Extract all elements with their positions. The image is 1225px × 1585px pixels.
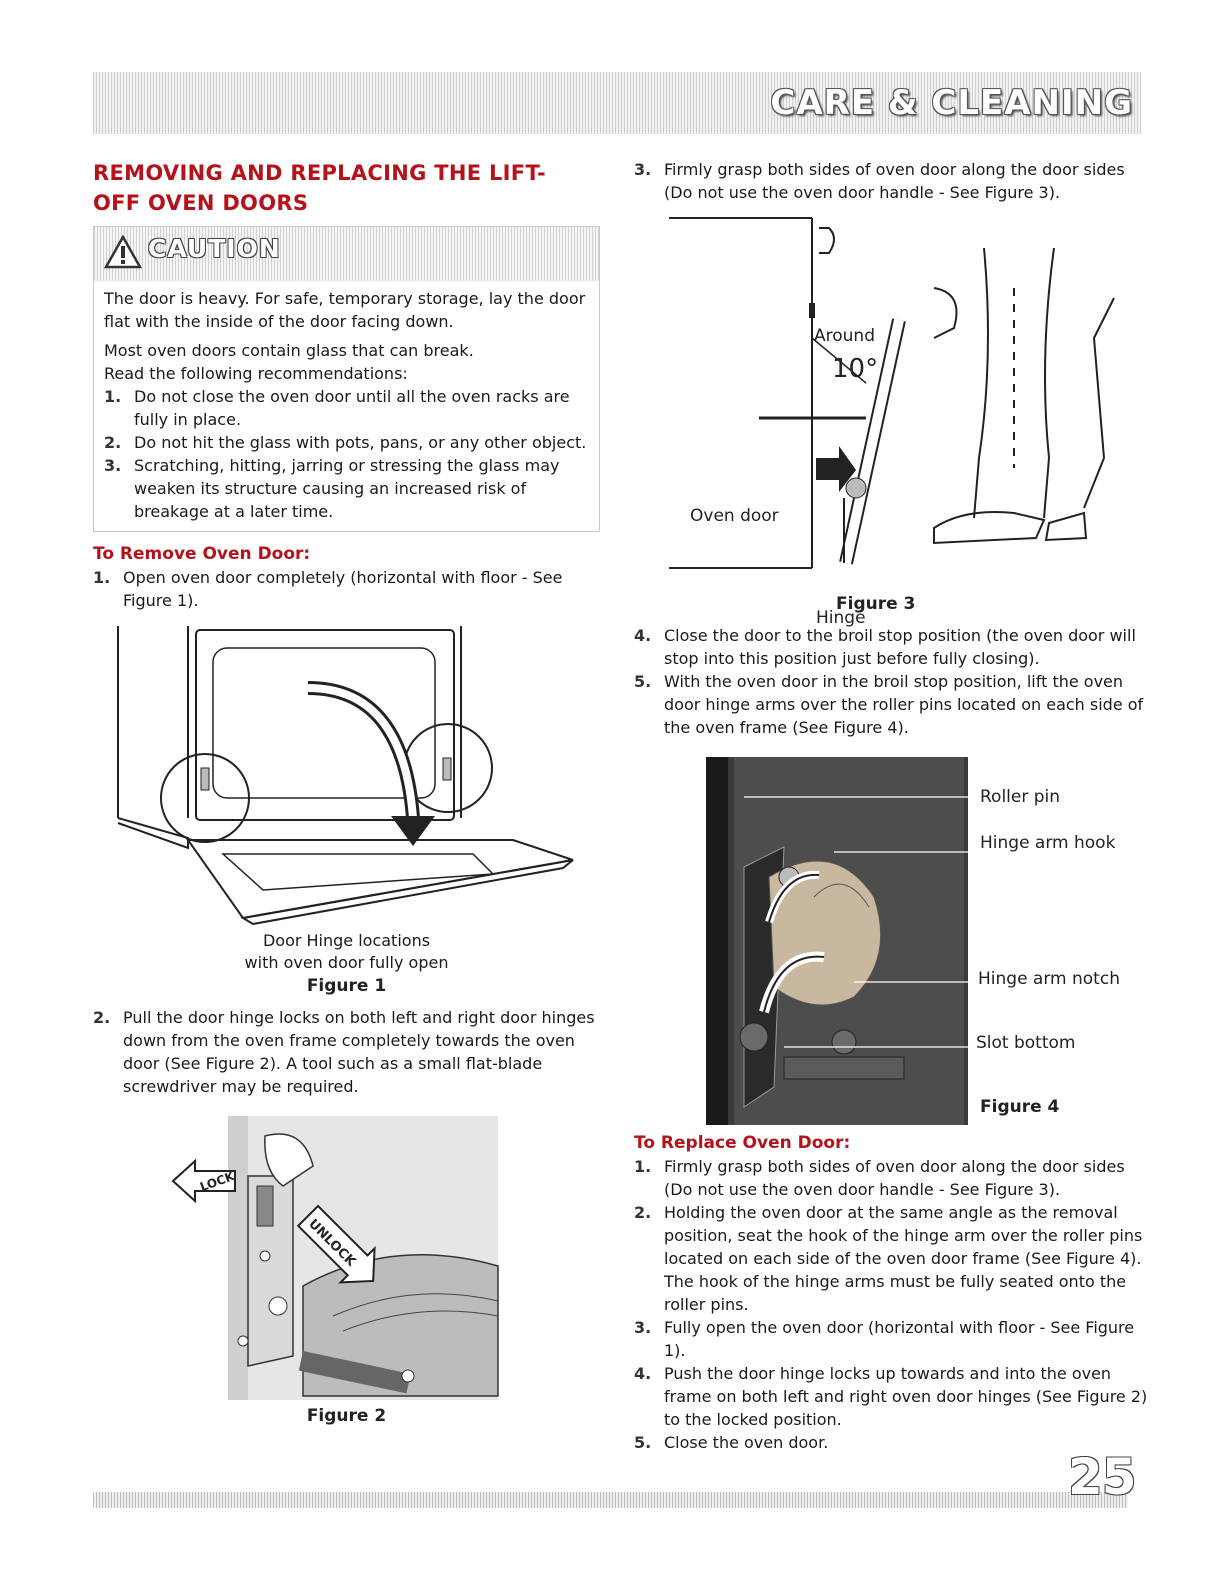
- roller-pin-photo: [706, 757, 971, 1125]
- figure-2-label: Figure 2: [306, 1406, 387, 1426]
- figure-4-label: Figure 4: [980, 1097, 1060, 1117]
- label-around: Around: [814, 326, 875, 346]
- figure-1-label: Figure 1: [306, 976, 387, 996]
- figure-3-label: Figure 3: [836, 594, 916, 614]
- caution-title: CAUTION: [148, 234, 281, 263]
- remove-steps-d: 4.Close the door to the broil stop posit…: [634, 624, 1154, 739]
- caution-item: 3.Scratching, hitting, jarring or stress…: [104, 456, 560, 521]
- page-number: 25: [1068, 1448, 1137, 1506]
- caution-item: 2.Do not hit the glass with pots, pans, …: [104, 433, 587, 452]
- footer-band: [93, 1492, 1128, 1508]
- step-item: 2.Holding the oven door at the same angl…: [634, 1203, 1143, 1314]
- label-hinge-arm-hook: Hinge arm hook: [980, 833, 1116, 853]
- remove-steps-c: 3.Firmly grasp both sides of oven door a…: [634, 158, 1154, 204]
- caution-intro: The door is heavy. For safe, temporary s…: [104, 289, 586, 331]
- remove-steps-a: 1.Open oven door completely (horizontal …: [93, 566, 600, 612]
- label-slot-bottom: Slot bottom: [976, 1033, 1076, 1053]
- door-lift-drawing: [669, 217, 1115, 569]
- left-column: REMOVING AND REPLACING THE LIFT- OFF OVE…: [93, 158, 600, 1428]
- step-item: 1.Firmly grasp both sides of oven door a…: [634, 1157, 1125, 1199]
- main-heading-line1: REMOVING AND REPLACING THE LIFT-: [93, 161, 546, 185]
- hinge-lock-drawing: LOCK UNLOCK: [171, 1116, 499, 1400]
- label-roller-pin: Roller pin: [980, 787, 1061, 807]
- figure-1-caption-line1: Door Hinge locations: [262, 931, 431, 950]
- replace-heading: To Replace Oven Door:: [634, 1133, 851, 1153]
- remove-steps-b: 2.Pull the door hinge locks on both left…: [93, 1006, 600, 1098]
- label-hinge: Hinge: [816, 608, 866, 628]
- label-hinge-arm-notch: Hinge arm notch: [978, 969, 1120, 989]
- step-item: 1.Open oven door completely (horizontal …: [93, 568, 563, 610]
- replace-steps: 1.Firmly grasp both sides of oven door a…: [634, 1155, 1154, 1454]
- caution-list: 1.Do not close the oven door until all t…: [104, 385, 589, 523]
- caution-glass-line2: Read the following recommendations:: [104, 364, 408, 383]
- label-angle: 10°: [832, 354, 879, 384]
- step-item: 4.Push the door hinge locks up towards a…: [634, 1364, 1148, 1429]
- step-item: 3.Fully open the oven door (horizontal w…: [634, 1318, 1135, 1360]
- section-title: CARE & CLEANING: [770, 83, 1133, 123]
- caution-item: 1.Do not close the oven door until all t…: [104, 387, 570, 429]
- step-item: 3.Firmly grasp both sides of oven door a…: [634, 160, 1125, 202]
- figure-3-illustration: Around 10° Oven door Hinge: [634, 208, 1154, 628]
- main-heading-line2: OFF OVEN DOORS: [93, 191, 309, 215]
- figure-1-illustration: [93, 618, 600, 930]
- step-item: 4.Close the door to the broil stop posit…: [634, 626, 1136, 668]
- header-band: [93, 72, 1141, 134]
- step-item: 2.Pull the door hinge locks on both left…: [93, 1008, 595, 1096]
- remove-heading: To Remove Oven Door:: [93, 544, 311, 564]
- main-heading: REMOVING AND REPLACING THE LIFT- OFF OVE…: [93, 158, 600, 218]
- caution-box: CAUTION The door is heavy. For safe, tem…: [93, 226, 600, 532]
- figure-2-illustration: LOCK UNLOCK: [153, 1116, 503, 1402]
- warning-icon: [104, 235, 142, 269]
- right-column: 3.Firmly grasp both sides of oven door a…: [634, 158, 1154, 1454]
- step-item: 5.With the oven door in the broil stop p…: [634, 672, 1144, 737]
- caution-glass-line1: Most oven doors contain glass that can b…: [104, 341, 474, 360]
- oven-open-door-drawing: [117, 626, 574, 926]
- caution-header: CAUTION: [94, 227, 599, 281]
- figure-1-caption-line2: with oven door fully open: [244, 953, 449, 972]
- label-oven-door: Oven door: [690, 506, 779, 526]
- step-item: 5.Close the oven door.: [634, 1433, 829, 1452]
- figure-4-illustration: Roller pin Hinge arm hook Hinge arm notc…: [634, 757, 1154, 1127]
